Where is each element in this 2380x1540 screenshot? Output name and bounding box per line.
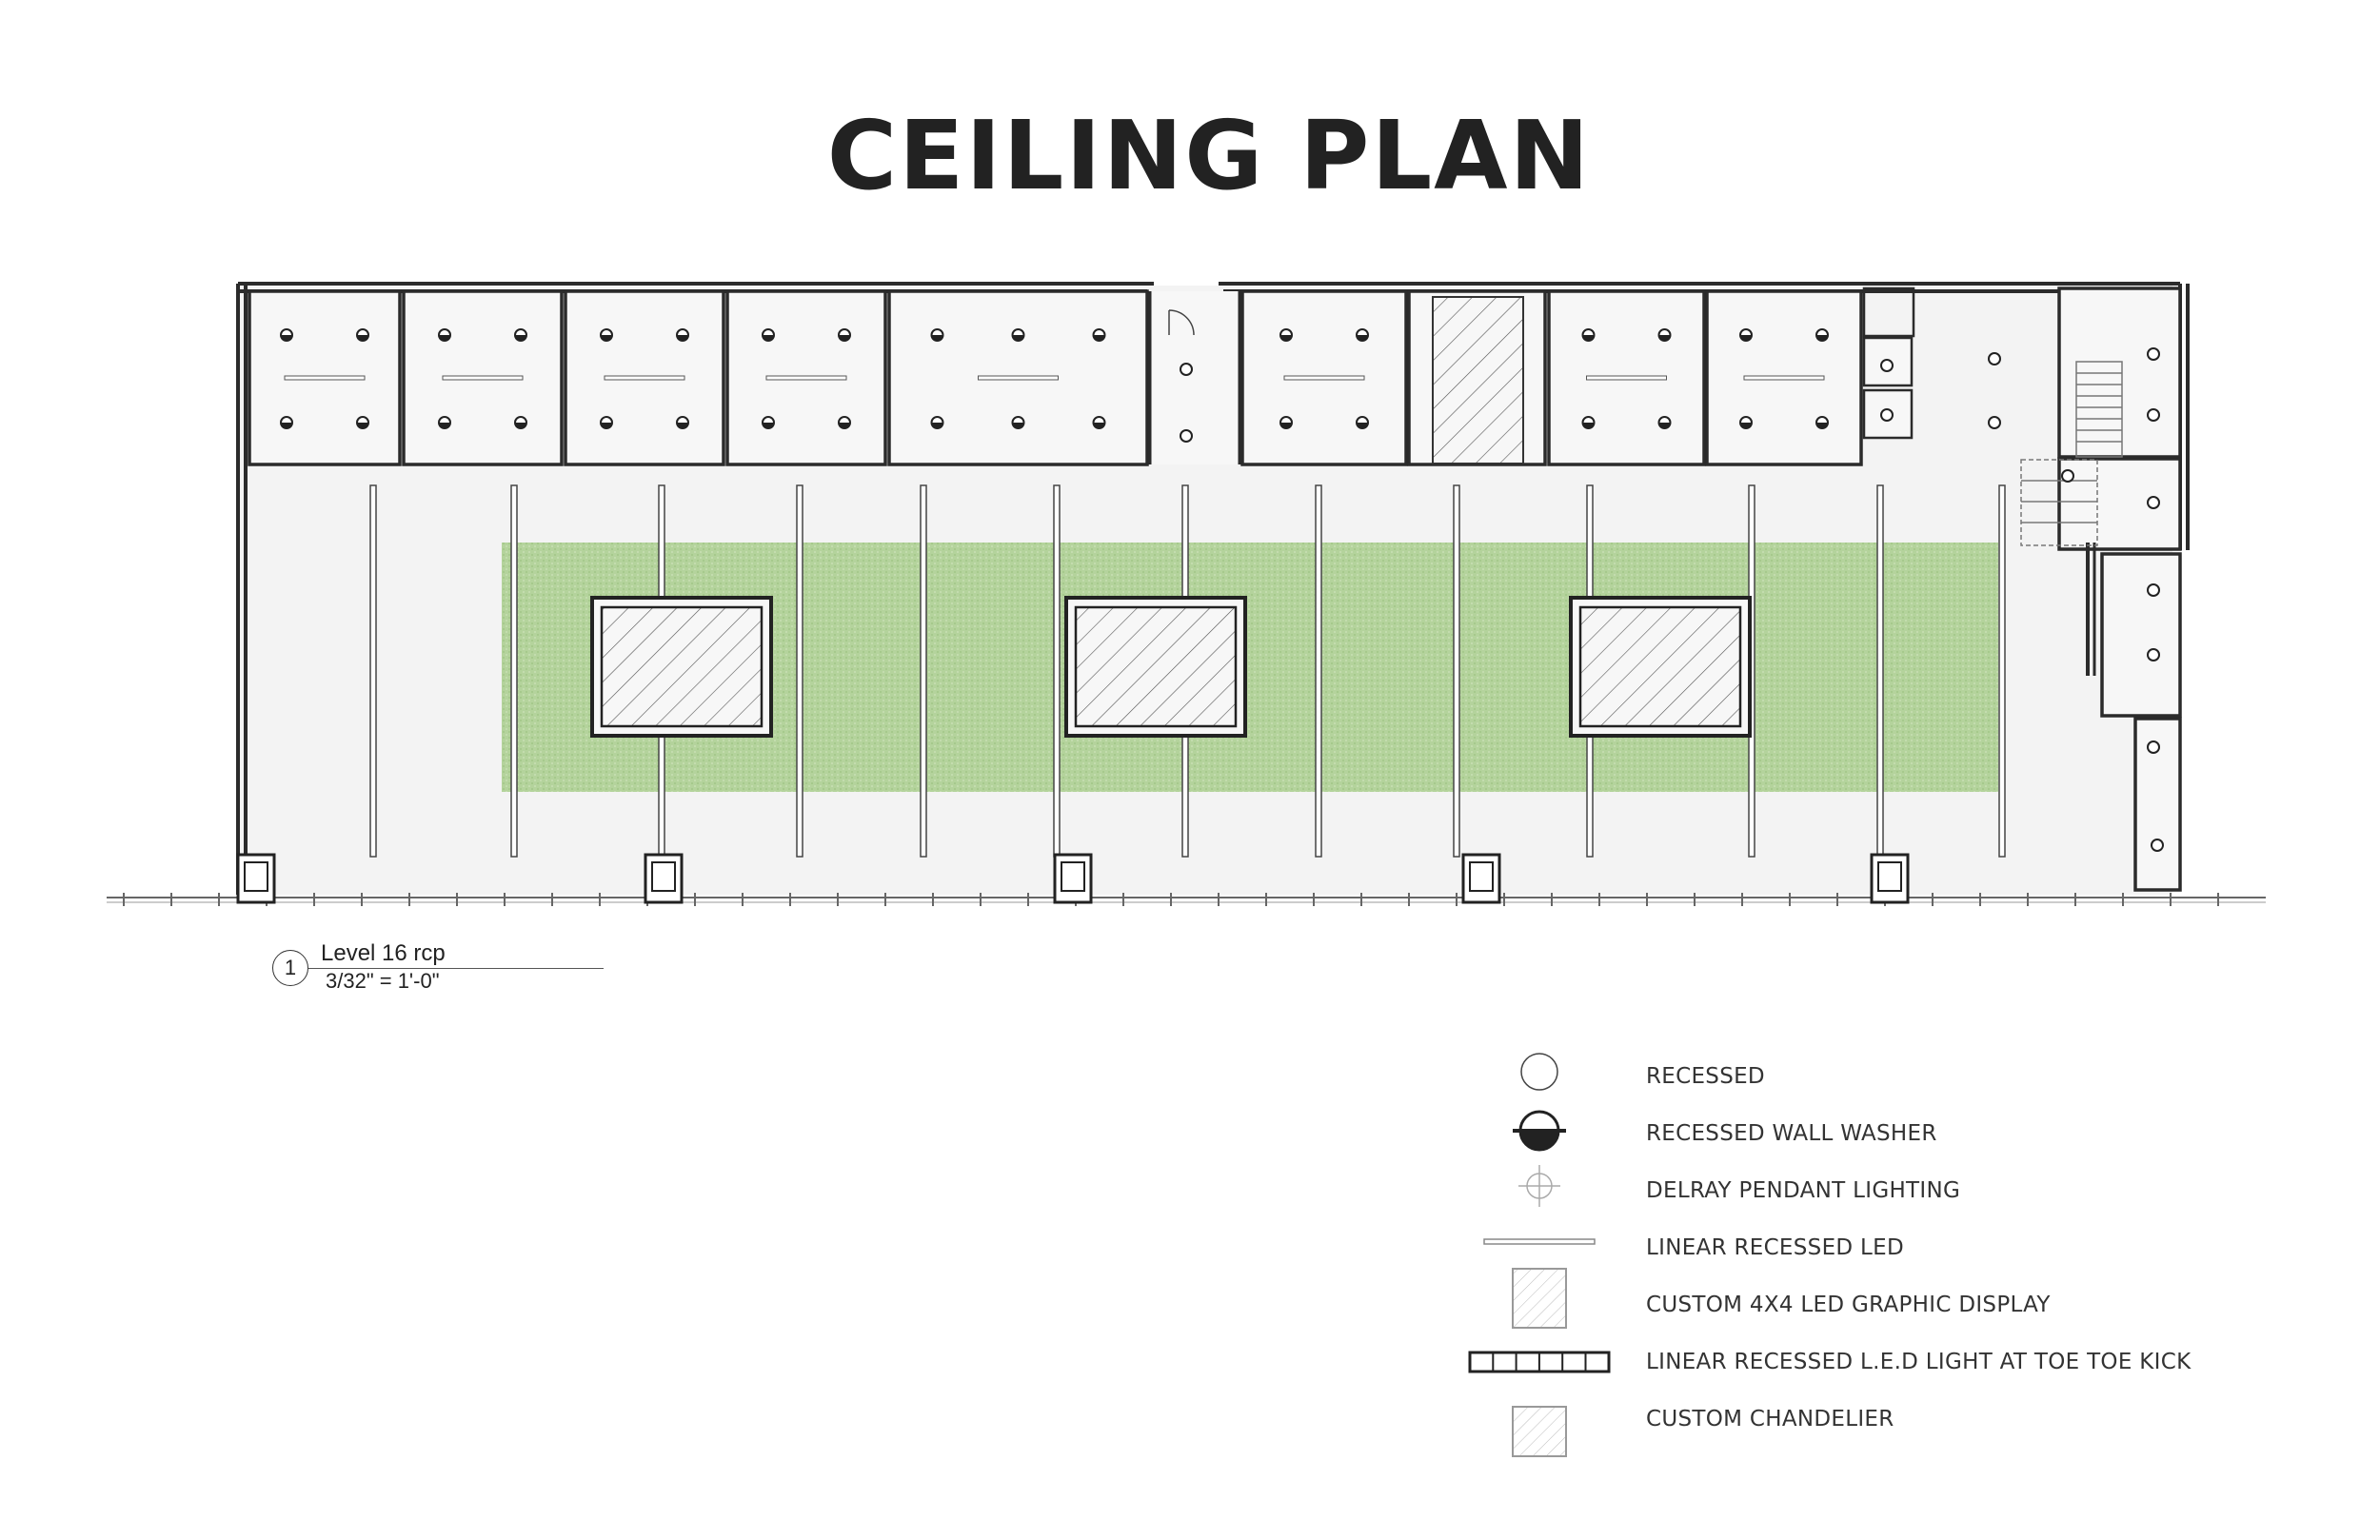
recessed-light	[2147, 347, 2160, 361]
core-small-rooms	[1862, 286, 1915, 440]
linear-recessed-led	[920, 484, 927, 858]
office-lights	[280, 309, 1829, 443]
linear-recessed-led	[510, 484, 518, 858]
office-rooms	[248, 289, 1863, 466]
recessed-light	[2147, 740, 2160, 754]
custom-chandelier	[600, 605, 764, 728]
linear-led-fixture	[442, 375, 524, 381]
linear-led-fixture	[978, 375, 1059, 381]
custom-chandeliers	[590, 596, 1752, 738]
linear-led-icon	[1483, 1238, 1596, 1245]
legend-label-recessed: RECESSED	[1646, 1064, 1765, 1089]
legend-label-toe-kick: LINEAR RECESSED L.E.D LIGHT AT TOE TOE K…	[1646, 1350, 2192, 1374]
linear-led-fixture	[1283, 375, 1365, 381]
linear-recessed-led	[1998, 484, 2006, 858]
legend-label-linear-led: LINEAR RECESSED LED	[1646, 1235, 1904, 1260]
custom-chandelier	[1578, 605, 1742, 728]
recessed-light	[2147, 408, 2160, 422]
recessed-light	[2147, 648, 2160, 661]
linear-led-fixture	[604, 375, 685, 381]
stair	[2020, 361, 2123, 546]
view-scale: 3/32" = 1'-0"	[326, 969, 440, 993]
recessed-light	[2147, 496, 2160, 509]
linear-recessed-led	[369, 484, 377, 858]
recessed-light	[2061, 469, 2074, 483]
legend-label-wall-washer: RECESSED WALL WASHER	[1646, 1121, 1937, 1146]
recessed-light	[2147, 583, 2160, 597]
chandelier-icon	[1512, 1406, 1567, 1457]
legend-label-pendant: DELRAY PENDANT LIGHTING	[1646, 1178, 1961, 1203]
recessed-light	[1180, 429, 1193, 443]
recessed-light	[2151, 839, 2164, 852]
recessed-icon	[1520, 1053, 1558, 1091]
recessed-light	[1880, 359, 1894, 372]
linear-led-fixture	[765, 375, 847, 381]
recessed-light	[1988, 352, 2001, 365]
recessed-light	[1988, 416, 2001, 429]
linear-led-fixture	[1743, 375, 1825, 381]
linear-recessed-led	[1453, 484, 1460, 858]
view-title: 1 Level 16 rcp 3/32" = 1'-0"	[272, 940, 615, 997]
view-number-bubble: 1	[272, 950, 308, 986]
linear-recessed-led	[1315, 484, 1322, 858]
view-name: Level 16 rcp	[321, 940, 446, 966]
linear-recessed-led	[1053, 484, 1061, 858]
legend-symbols	[1468, 1053, 1611, 1457]
led-graphic-display	[1432, 296, 1524, 464]
legend-label-led-display: CUSTOM 4X4 LED GRAPHIC DISPLAY	[1646, 1293, 2051, 1317]
structural-columns	[236, 853, 1910, 904]
linear-led-fixture	[284, 375, 366, 381]
legend-label-chandelier: CUSTOM CHANDELIER	[1646, 1407, 1894, 1431]
door-swing	[1168, 309, 1195, 336]
custom-chandelier	[1074, 605, 1238, 728]
office-room	[564, 289, 725, 466]
linear-recessed-led	[796, 484, 803, 858]
linear-recessed-led	[1876, 484, 1884, 858]
recessed-light	[1880, 408, 1894, 422]
core-recessed-lights	[1880, 347, 2164, 852]
led-display-icon	[1512, 1268, 1567, 1329]
linear-led-fixture	[1586, 375, 1667, 381]
recessed-light	[1180, 363, 1193, 376]
view-title-rule	[308, 968, 604, 969]
page-title: CEILING PLAN	[826, 100, 1592, 211]
curtain-wall-mullions	[123, 893, 2219, 906]
